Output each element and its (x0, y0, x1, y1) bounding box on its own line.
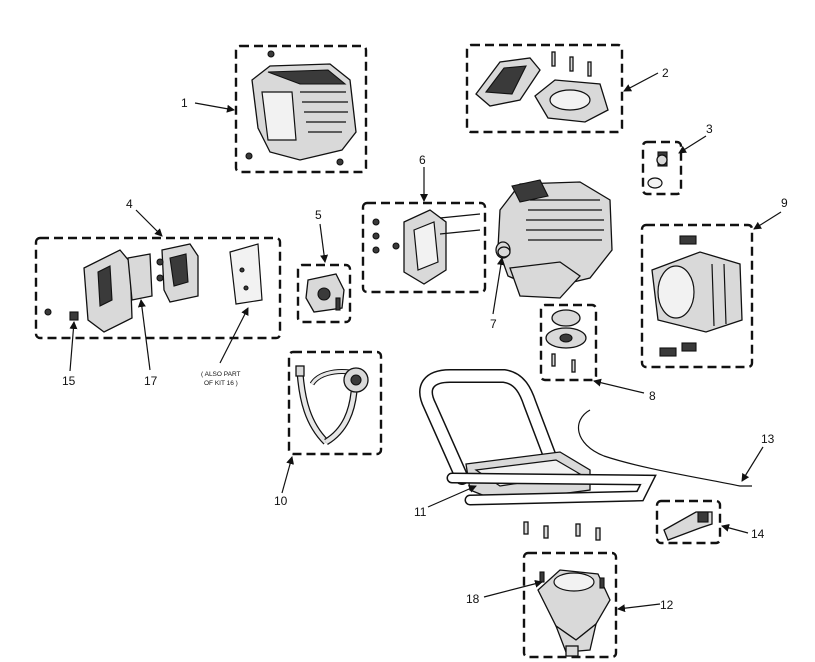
callout-2: 2 (662, 66, 669, 80)
leader-lines (69, 72, 782, 613)
part-14-throttle-trigger (655, 499, 722, 545)
part-7-grommet (497, 246, 511, 258)
part-13-throttle-cable (577, 409, 752, 487)
part-1-engine-cover (234, 44, 368, 174)
part-9-fan-housing (640, 223, 754, 369)
kit-note-line-1: ( ALSO PART (201, 371, 241, 378)
part-4-air-filter-kit (34, 236, 282, 340)
part-12-gearbox (522, 551, 618, 659)
part-11-handle-frame (419, 369, 657, 541)
callout-7: 7 (490, 317, 497, 331)
callout-13: 13 (761, 432, 775, 446)
callout-5: 5 (315, 208, 322, 222)
callout-11: 11 (414, 505, 427, 519)
callout-12: 12 (660, 598, 674, 612)
callout-18: 18 (466, 592, 480, 606)
callout-1: 1 (181, 96, 188, 110)
callout-4: 4 (126, 197, 133, 211)
part-10-fuel-line (287, 350, 383, 456)
callout-9: 9 (781, 196, 788, 210)
kit-note-line-2: OF KIT 16 ) (204, 380, 238, 387)
part-2-air-box (465, 43, 624, 134)
callout-14: 14 (751, 527, 765, 541)
part-8-clutch (539, 303, 598, 382)
part-6-heat-shield (361, 201, 487, 294)
callout-17: 17 (144, 374, 158, 388)
callout-labels: 1 2 3 4 5 6 7 8 9 10 11 12 13 14 15 17 1… (62, 66, 788, 612)
callout-6: 6 (419, 153, 426, 167)
callout-10: 10 (274, 494, 288, 508)
callout-15: 15 (62, 374, 76, 388)
part-5-carburetor (296, 263, 352, 324)
callout-3: 3 (706, 122, 713, 136)
callout-8: 8 (649, 389, 656, 403)
part-3-spark-plug (641, 140, 683, 196)
engine-block (495, 179, 613, 299)
